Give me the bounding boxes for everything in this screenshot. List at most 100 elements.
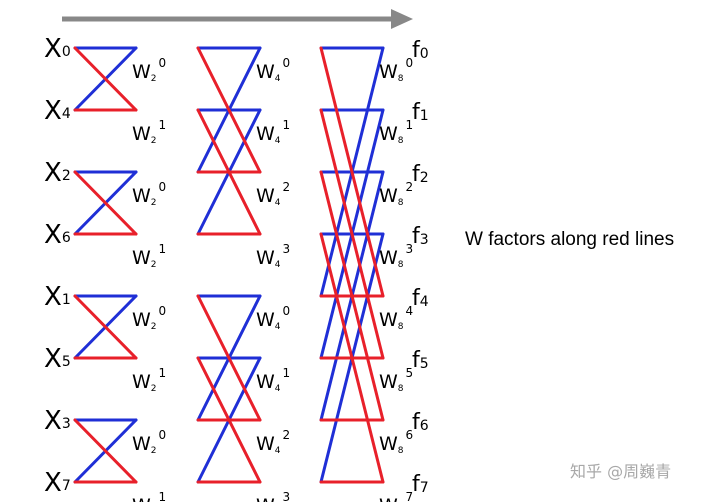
twiddle-factor: W21 <box>132 490 166 502</box>
twiddle-order: 2 <box>151 446 157 456</box>
red-edge <box>73 294 138 360</box>
twiddle-order: 4 <box>275 322 281 332</box>
output-index: 0 <box>420 46 429 62</box>
red-edge <box>319 46 385 298</box>
twiddle-factor: W42 <box>256 180 290 208</box>
twiddle-base: W <box>132 185 151 207</box>
twiddle-factor: W21 <box>132 366 166 394</box>
twiddle-order: 2 <box>151 322 157 332</box>
twiddle-factor: W84 <box>379 304 413 332</box>
twiddle-exponent: 1 <box>159 242 167 256</box>
input-base: X <box>44 34 62 64</box>
input-label: X0 <box>44 34 71 64</box>
twiddle-factor: W41 <box>256 366 290 394</box>
twiddle-exponent: 4 <box>406 304 414 318</box>
output-index: 7 <box>420 480 429 496</box>
twiddle-base: W <box>132 495 151 502</box>
input-index: 7 <box>62 478 71 494</box>
twiddle-base: W <box>379 123 398 145</box>
output-index: 4 <box>420 294 429 310</box>
twiddle-order: 2 <box>151 260 157 270</box>
output-label: f4 <box>412 286 429 311</box>
twiddle-base: W <box>379 61 398 83</box>
red-edge <box>319 108 385 360</box>
output-label: f5 <box>412 348 429 373</box>
input-label: X1 <box>44 282 71 312</box>
twiddle-order: 8 <box>398 322 404 332</box>
input-index: 6 <box>62 230 71 246</box>
twiddle-base: W <box>379 247 398 269</box>
input-index: 2 <box>62 168 71 184</box>
input-label: X3 <box>44 406 71 436</box>
input-base: X <box>44 406 62 436</box>
twiddle-exponent: 0 <box>159 56 167 70</box>
red-edge <box>319 170 385 422</box>
stage-2 <box>196 46 262 484</box>
butterfly-stages <box>73 46 385 484</box>
output-index: 5 <box>420 356 429 372</box>
twiddle-factor: W85 <box>379 366 413 394</box>
twiddle-order: 2 <box>151 74 157 84</box>
twiddle-exponent: 2 <box>406 180 414 194</box>
flow-direction-arrow <box>62 9 413 29</box>
input-index: 3 <box>62 416 71 432</box>
twiddle-factor: W40 <box>256 56 290 84</box>
twiddle-base: W <box>379 371 398 393</box>
twiddle-base: W <box>256 309 275 331</box>
twiddle-factor: W41 <box>256 118 290 146</box>
zhihu-watermark: 知乎 @周巍青 <box>570 462 672 481</box>
twiddle-exponent: 5 <box>406 366 414 380</box>
twiddle-exponent: 6 <box>406 428 414 442</box>
input-label: X5 <box>44 344 71 374</box>
twiddle-exponent: 3 <box>283 490 291 502</box>
twiddle-base: W <box>256 185 275 207</box>
twiddle-base: W <box>256 371 275 393</box>
red-edge <box>196 46 262 174</box>
twiddle-order: 8 <box>398 384 404 394</box>
twiddle-order: 2 <box>151 198 157 208</box>
twiddle-exponent: 0 <box>159 428 167 442</box>
stage-1 <box>73 46 138 484</box>
twiddle-base: W <box>132 371 151 393</box>
output-label: f1 <box>412 100 429 125</box>
red-edge <box>196 356 262 484</box>
output-label: f0 <box>412 38 429 63</box>
twiddle-base: W <box>379 185 398 207</box>
output-base: f <box>412 410 421 435</box>
red-edge <box>73 170 138 236</box>
red-lines-note: W factors along red lines <box>465 229 675 250</box>
twiddle-labels: W20W21W20W21W20W21W20W21W40W41W42W43W40W… <box>132 56 413 502</box>
output-index: 1 <box>420 108 429 124</box>
twiddle-factor: W20 <box>132 304 166 332</box>
twiddle-base: W <box>379 495 398 502</box>
twiddle-exponent: 1 <box>283 366 291 380</box>
input-index: 4 <box>62 106 71 122</box>
output-base: f <box>412 224 421 249</box>
twiddle-order: 8 <box>398 136 404 146</box>
input-base: X <box>44 344 62 374</box>
twiddle-factor: W42 <box>256 428 290 456</box>
twiddle-factor: W40 <box>256 304 290 332</box>
output-index: 2 <box>420 170 429 186</box>
twiddle-factor: W80 <box>379 56 413 84</box>
output-label: f6 <box>412 410 429 435</box>
twiddle-base: W <box>256 495 275 502</box>
twiddle-exponent: 3 <box>283 242 291 256</box>
twiddle-order: 8 <box>398 260 404 270</box>
twiddle-base: W <box>256 123 275 145</box>
twiddle-base: W <box>256 433 275 455</box>
red-edge <box>319 232 385 484</box>
twiddle-factor: W86 <box>379 428 413 456</box>
twiddle-base: W <box>256 61 275 83</box>
twiddle-order: 4 <box>275 384 281 394</box>
twiddle-base: W <box>132 309 151 331</box>
twiddle-base: W <box>132 61 151 83</box>
output-base: f <box>412 472 421 497</box>
red-edge <box>196 294 262 422</box>
input-label: X6 <box>44 220 71 250</box>
twiddle-exponent: 2 <box>283 428 291 442</box>
twiddle-factor: W87 <box>379 490 413 502</box>
output-base: f <box>412 286 421 311</box>
